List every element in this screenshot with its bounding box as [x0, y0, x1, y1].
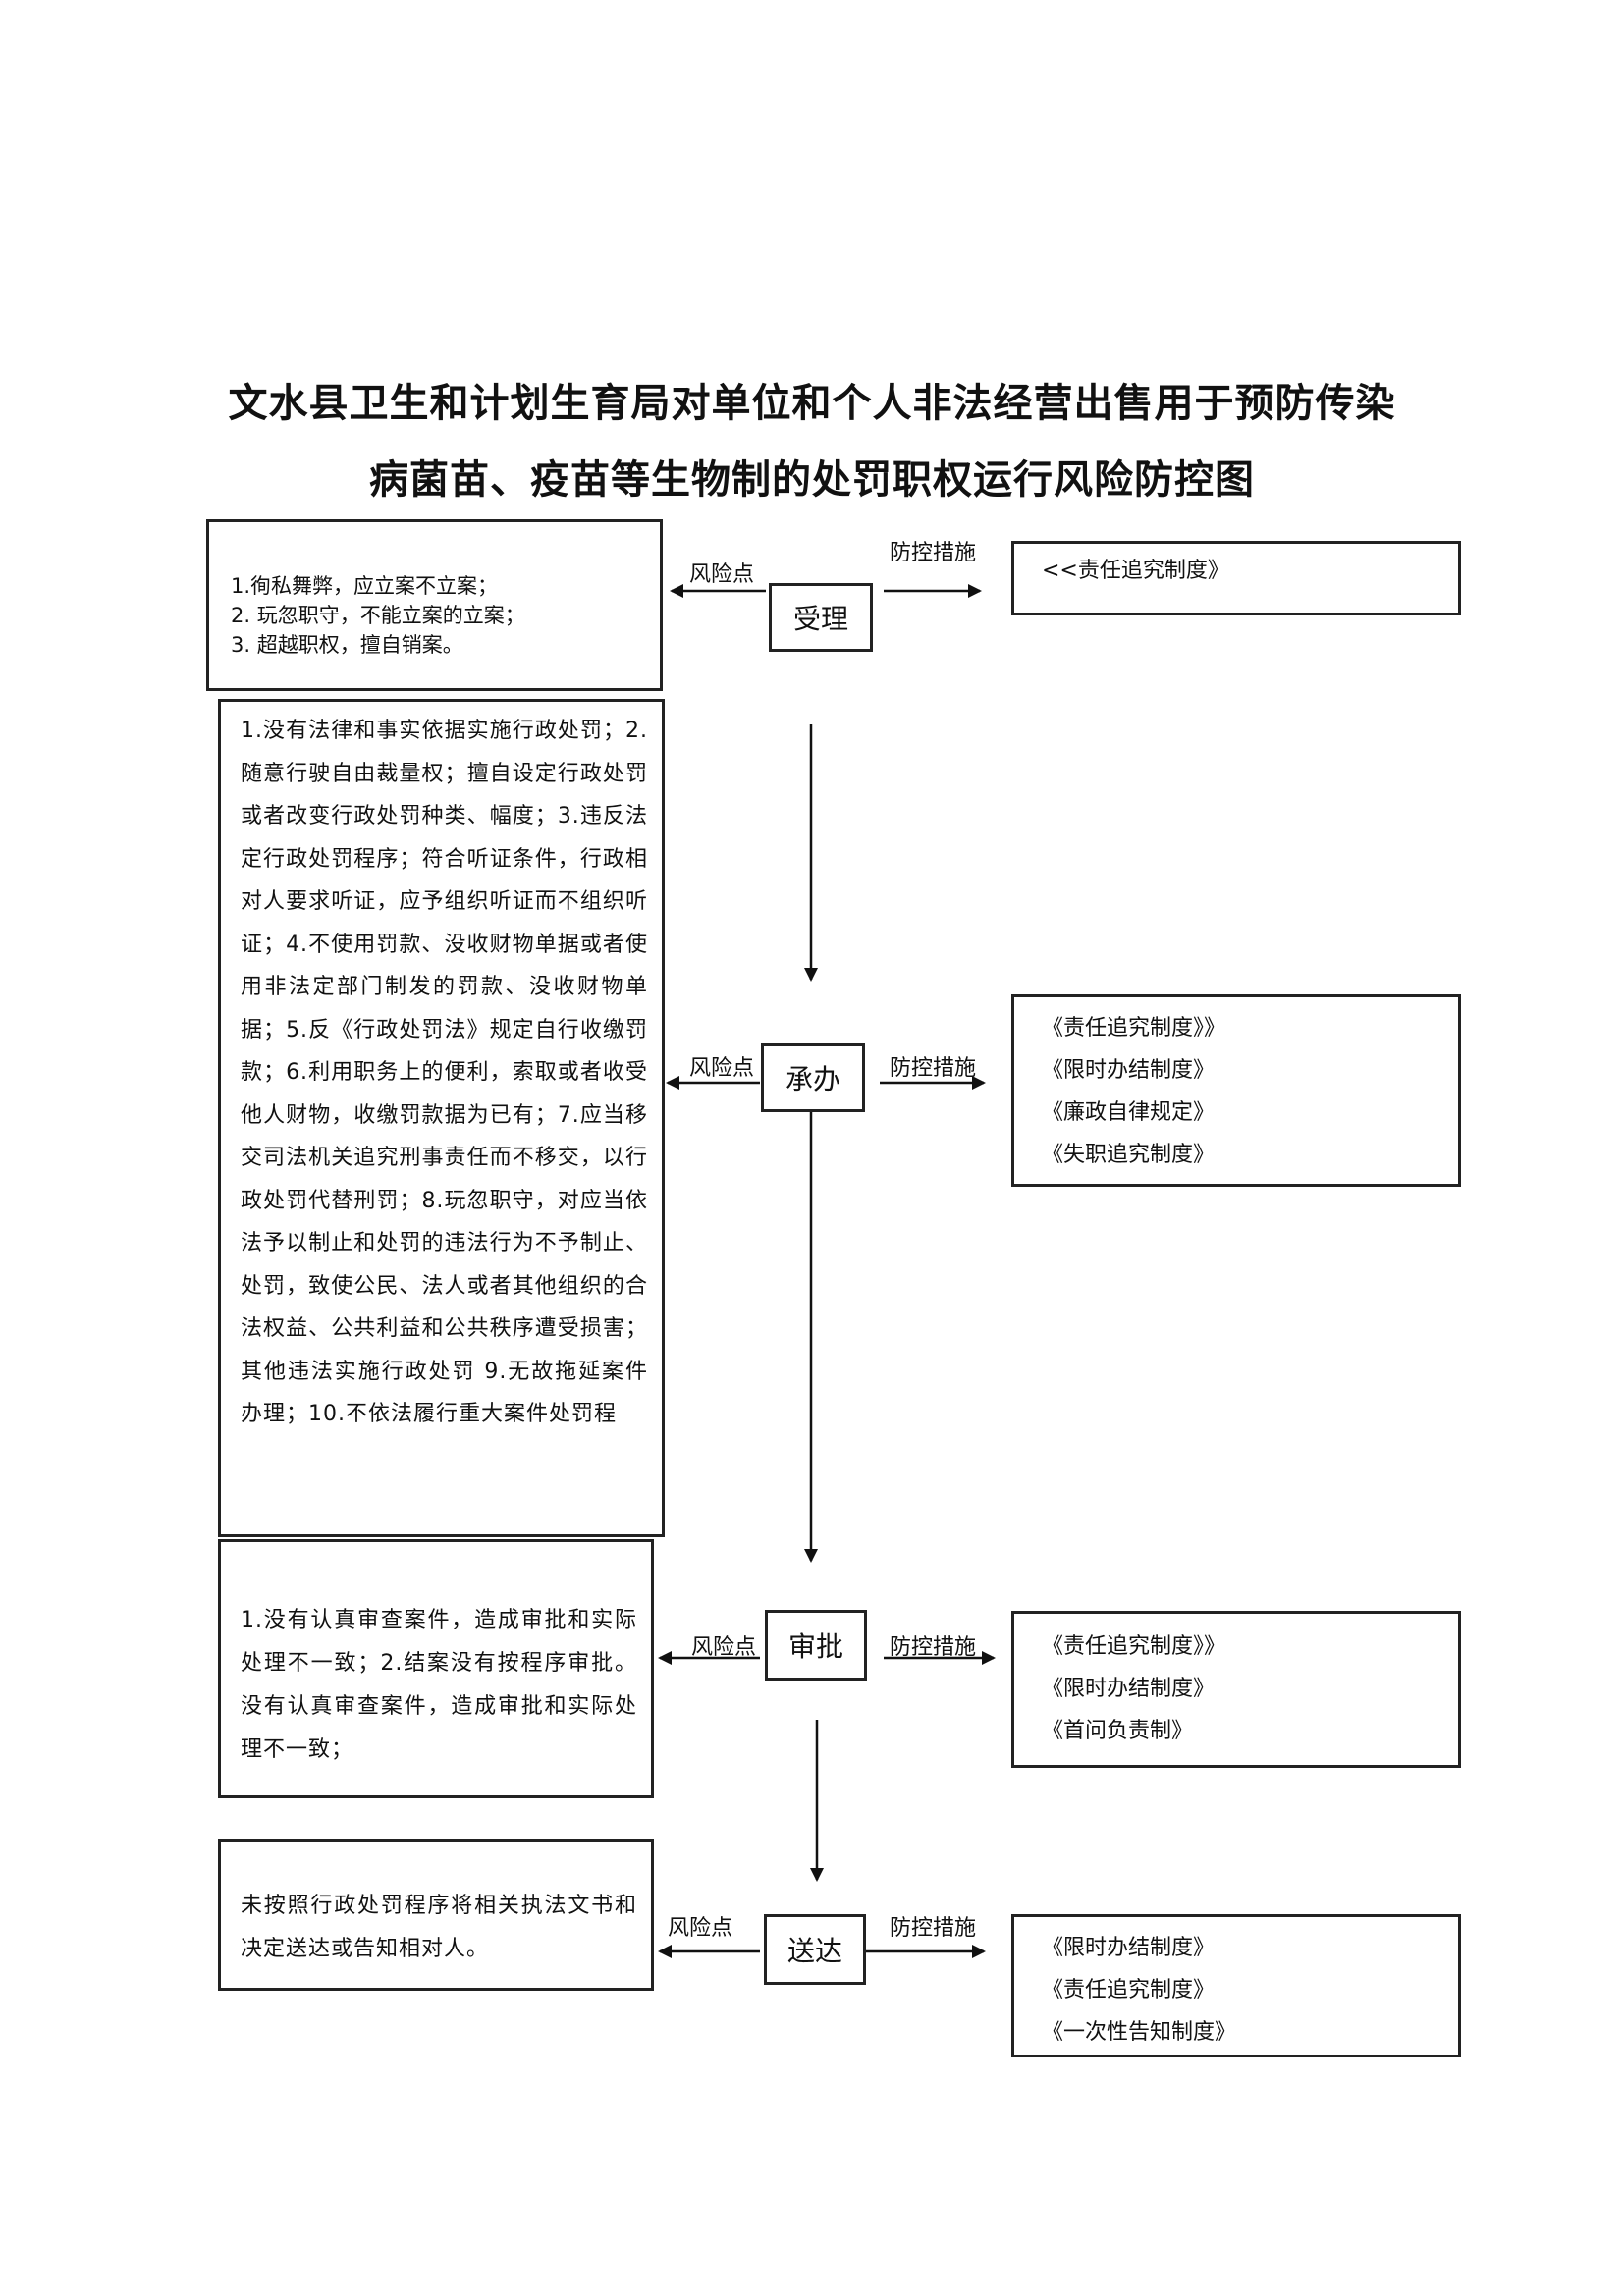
control-measures-label: 防控措施: [890, 1056, 977, 1081]
step-acceptance: 受理: [769, 583, 873, 652]
risk-point-label: 风险点: [668, 1916, 733, 1941]
measure-item: 《限时办结制度》: [1042, 1058, 1216, 1083]
risk-text: 1.没有认真审查案件，造成审批和实际处理不一致；2.结案没有按程序审批。没有认真…: [241, 1608, 637, 1762]
page-title-line2: 病菌苗、疫苗等生物制的处罚职权运行风险防控图: [369, 457, 1255, 503]
risk-point-label: 风险点: [691, 1635, 757, 1660]
page-title-line1: 文水县卫生和计划生育局对单位和个人非法经营出售用于预防传染: [228, 381, 1396, 426]
risk-item: 3. 超越职权，擅自销案。: [231, 633, 463, 657]
measure-item: 《限时办结制度》: [1042, 1936, 1216, 1960]
measure-item: 《责任追究制度》》: [1042, 1016, 1226, 1041]
step-approval: 审批: [765, 1610, 867, 1681]
risk-item: 1.徇私舞弊，应立案不立案；: [231, 574, 499, 598]
measure-item: 《一次性告知制度》: [1042, 2020, 1237, 2045]
risk-text: 未按照行政处罚程序将相关执法文书和决定送达或告知相对人。: [241, 1894, 637, 1961]
measure-item: 《责任追究制度》: [1042, 1978, 1216, 2002]
risk-box-step4: 未按照行政处罚程序将相关执法文书和决定送达或告知相对人。: [218, 1839, 654, 1991]
control-measures-label: 防控措施: [890, 1635, 977, 1660]
risk-item: 2. 玩忽职守，不能立案的立案；: [231, 604, 525, 627]
risk-box-step2: 1.没有法律和事实依据实施行政处罚；2.随意行驶自由裁量权；擅自设定行政处罚或者…: [218, 699, 665, 1537]
risk-box-step1: 1.徇私舞弊，应立案不立案； 2. 玩忽职守，不能立案的立案； 3. 超越职权，…: [206, 519, 663, 691]
measures-box-step2: 《责任追究制度》》 《限时办结制度》 《廉政自律规定》 《失职追究制度》: [1011, 994, 1461, 1187]
measures-box-step3: 《责任追究制度》》 《限时办结制度》 《首问负责制》: [1011, 1611, 1461, 1768]
risk-box-step3: 1.没有认真审查案件，造成审批和实际处理不一致；2.结案没有按程序审批。没有认真…: [218, 1539, 654, 1798]
measure-item: 《首问负责制》: [1042, 1719, 1194, 1743]
measure-item: 《限时办结制度》: [1042, 1677, 1216, 1701]
risk-point-label: 风险点: [689, 1056, 755, 1081]
step-handling: 承办: [761, 1043, 865, 1112]
risk-point-label: 风险点: [689, 562, 755, 587]
measures-box-step1: <<责任追究制度》: [1011, 541, 1461, 615]
measure-item: 《廉政自律规定》: [1042, 1100, 1216, 1125]
measures-box-step4: 《限时办结制度》 《责任追究制度》 《一次性告知制度》: [1011, 1914, 1461, 2057]
measure-item: <<责任追究制度》: [1042, 559, 1229, 583]
step-delivery: 送达: [764, 1914, 866, 1985]
measure-item: 《失职追究制度》: [1042, 1143, 1216, 1167]
control-measures-label: 防控措施: [890, 541, 977, 565]
risk-text: 1.没有法律和事实依据实施行政处罚；2.随意行驶自由裁量权；擅自设定行政处罚或者…: [241, 719, 648, 1426]
control-measures-label: 防控措施: [890, 1916, 977, 1941]
measure-item: 《责任追究制度》》: [1042, 1634, 1226, 1659]
